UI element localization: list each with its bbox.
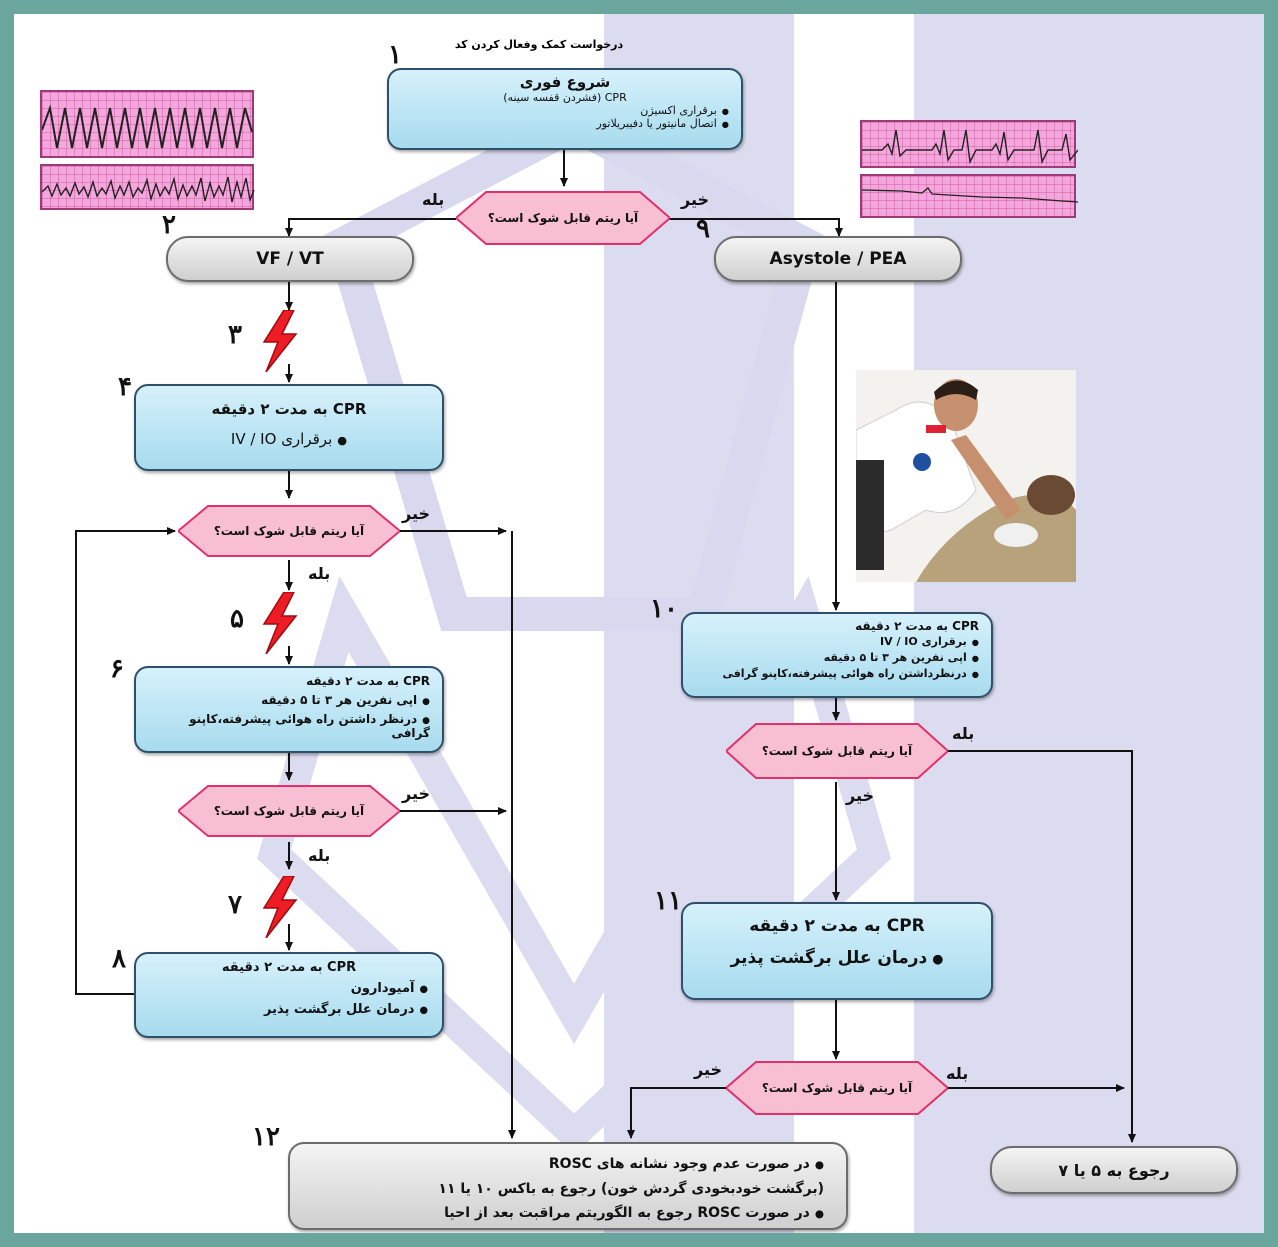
decision-text: آیا ریتم قابل شوک است؟ (761, 1081, 913, 1095)
step-number: ۶ (110, 654, 124, 684)
step-number: ۱ (388, 40, 402, 70)
no-label: خیر (402, 784, 431, 803)
box-4: CPR به مدت ۲ دقیقه برقراری IV / IO (134, 384, 444, 471)
request-help-caption: درخواست کمک وفعال کردن کد (454, 38, 624, 51)
decision-text: آیا ریتم قابل شوک است؟ (487, 211, 639, 225)
box-bullet: درنظر داشتن راه هوائی پیشرفته،کاپنو گراف… (148, 712, 430, 740)
no-label: خیر (402, 504, 431, 523)
box-start-cpr: شروع فوری CPR (فشردن قفسه سینه) برقراری … (387, 68, 743, 150)
box-bullet: برقراری IV / IO (695, 634, 979, 650)
box-bullet: درنظرداشتن راه هوائی پیشرفته،کاپنو گرافی (695, 666, 979, 682)
step-number: ۴ (118, 372, 132, 402)
box-title: CPR به مدت ۲ دقیقه (221, 960, 357, 975)
box-bullet: برقراری اکسیژن (401, 104, 729, 117)
box-bullet: برقراری IV / IO (154, 430, 424, 448)
ecg-strip-vt (40, 90, 254, 158)
decision-shockable: آیا ریتم قابل شوک است؟ (178, 784, 400, 838)
box-bullet: آمیودارون (150, 981, 428, 996)
box-10: CPR به مدت ۲ دقیقه برقراری IV / IO اپی ن… (681, 612, 993, 698)
pill-vf-vt: VF / VT (166, 236, 414, 282)
box-bullet: اتصال مانیتور یا دفیبریلاتور (401, 117, 729, 130)
decision-text: آیا ریتم قابل شوک است؟ (213, 524, 365, 538)
box-bullet: درمان علل برگشت پذیر (150, 1002, 428, 1017)
decision-shockable: آیا ریتم قابل شوک است؟ (456, 190, 670, 246)
ecg-strip-vf (40, 164, 255, 210)
step-number: ۷ (228, 890, 242, 920)
box-bullet: اپی نفرین هر ۳ تا ۵ دقیقه (148, 693, 430, 707)
decision-text: آیا ریتم قابل شوک است؟ (213, 804, 365, 818)
box-bullet: درمان علل برگشت پذیر (701, 948, 973, 968)
yes-label: بله (946, 1064, 969, 1083)
box-line: در صورت عدم وجود نشانه های ROSC (312, 1152, 824, 1177)
decision-text: آیا ریتم قابل شوک است؟ (761, 744, 913, 758)
box-12: در صورت عدم وجود نشانه های ROSC (برگشت خ… (288, 1142, 848, 1230)
box-8: CPR به مدت ۲ دقیقه آمیودارون درمان علل ب… (134, 952, 444, 1038)
box-line: در صورت ROSC رجوع به الگوریتم مراقبت بعد… (312, 1201, 824, 1226)
yes-label: بله (952, 724, 975, 743)
box-line: (برگشت خودبخودی گردش خون) رجوع به باکس ۱… (438, 1181, 824, 1197)
no-label: خیر (846, 786, 875, 805)
decision-shockable: آیا ریتم قابل شوک است؟ (726, 1060, 948, 1116)
decision-shockable: آیا ریتم قابل شوک است؟ (726, 722, 948, 780)
box-bullet: اپی نفرین هر ۳ تا ۵ دقیقه (695, 650, 979, 666)
box-11: CPR به مدت ۲ دقیقه درمان علل برگشت پذیر (681, 902, 993, 1000)
no-label: خیر (681, 190, 710, 209)
step-number: ۹ (696, 214, 710, 244)
pill-asystole-pea: Asystole / PEA (714, 236, 962, 282)
step-number: ۱۲ (252, 1122, 280, 1152)
shock-icon (262, 592, 298, 654)
yes-label: بله (308, 564, 331, 583)
box-6: CPR به مدت ۲ دقیقه اپی نفرین هر ۳ تا ۵ د… (134, 666, 444, 753)
box-return: رجوع به ۵ یا ۷ (990, 1146, 1238, 1194)
step-number: ۱۱ (654, 886, 682, 916)
connector-arrows (75, 150, 1136, 1143)
box-title: CPR به مدت ۲ دقیقه (749, 916, 925, 936)
box-subtitle: CPR (فشردن قفسه سینه) (503, 91, 627, 104)
cpr-photo (856, 370, 1076, 582)
no-label: خیر (694, 1060, 723, 1079)
yes-label: بله (422, 190, 445, 209)
box-title: CPR به مدت ۲ دقیقه (855, 619, 979, 633)
step-number: ۳ (228, 320, 242, 350)
ecg-strip-asystole (860, 174, 1078, 218)
box-title: CPR به مدت ۲ دقیقه (306, 674, 430, 688)
shock-icon (262, 310, 298, 372)
yes-label: بله (308, 846, 331, 865)
decision-shockable: آیا ریتم قابل شوک است؟ (178, 504, 400, 558)
step-number: ۲ (162, 210, 176, 240)
step-number: ۸ (112, 944, 126, 974)
box-title: شروع فوری (519, 73, 611, 91)
algorithm-canvas: ۱ ۲ ۳ ۴ ۵ ۶ ۷ ۸ ۹ ۱۰ ۱۱ ۱۲ درخواست کمک و… (14, 14, 1264, 1233)
ecg-strip-pea (860, 120, 1078, 168)
step-number: ۵ (230, 604, 244, 634)
box-title: CPR به مدت ۲ دقیقه (211, 400, 367, 418)
shock-icon (262, 876, 298, 938)
step-number: ۱۰ (650, 594, 678, 624)
